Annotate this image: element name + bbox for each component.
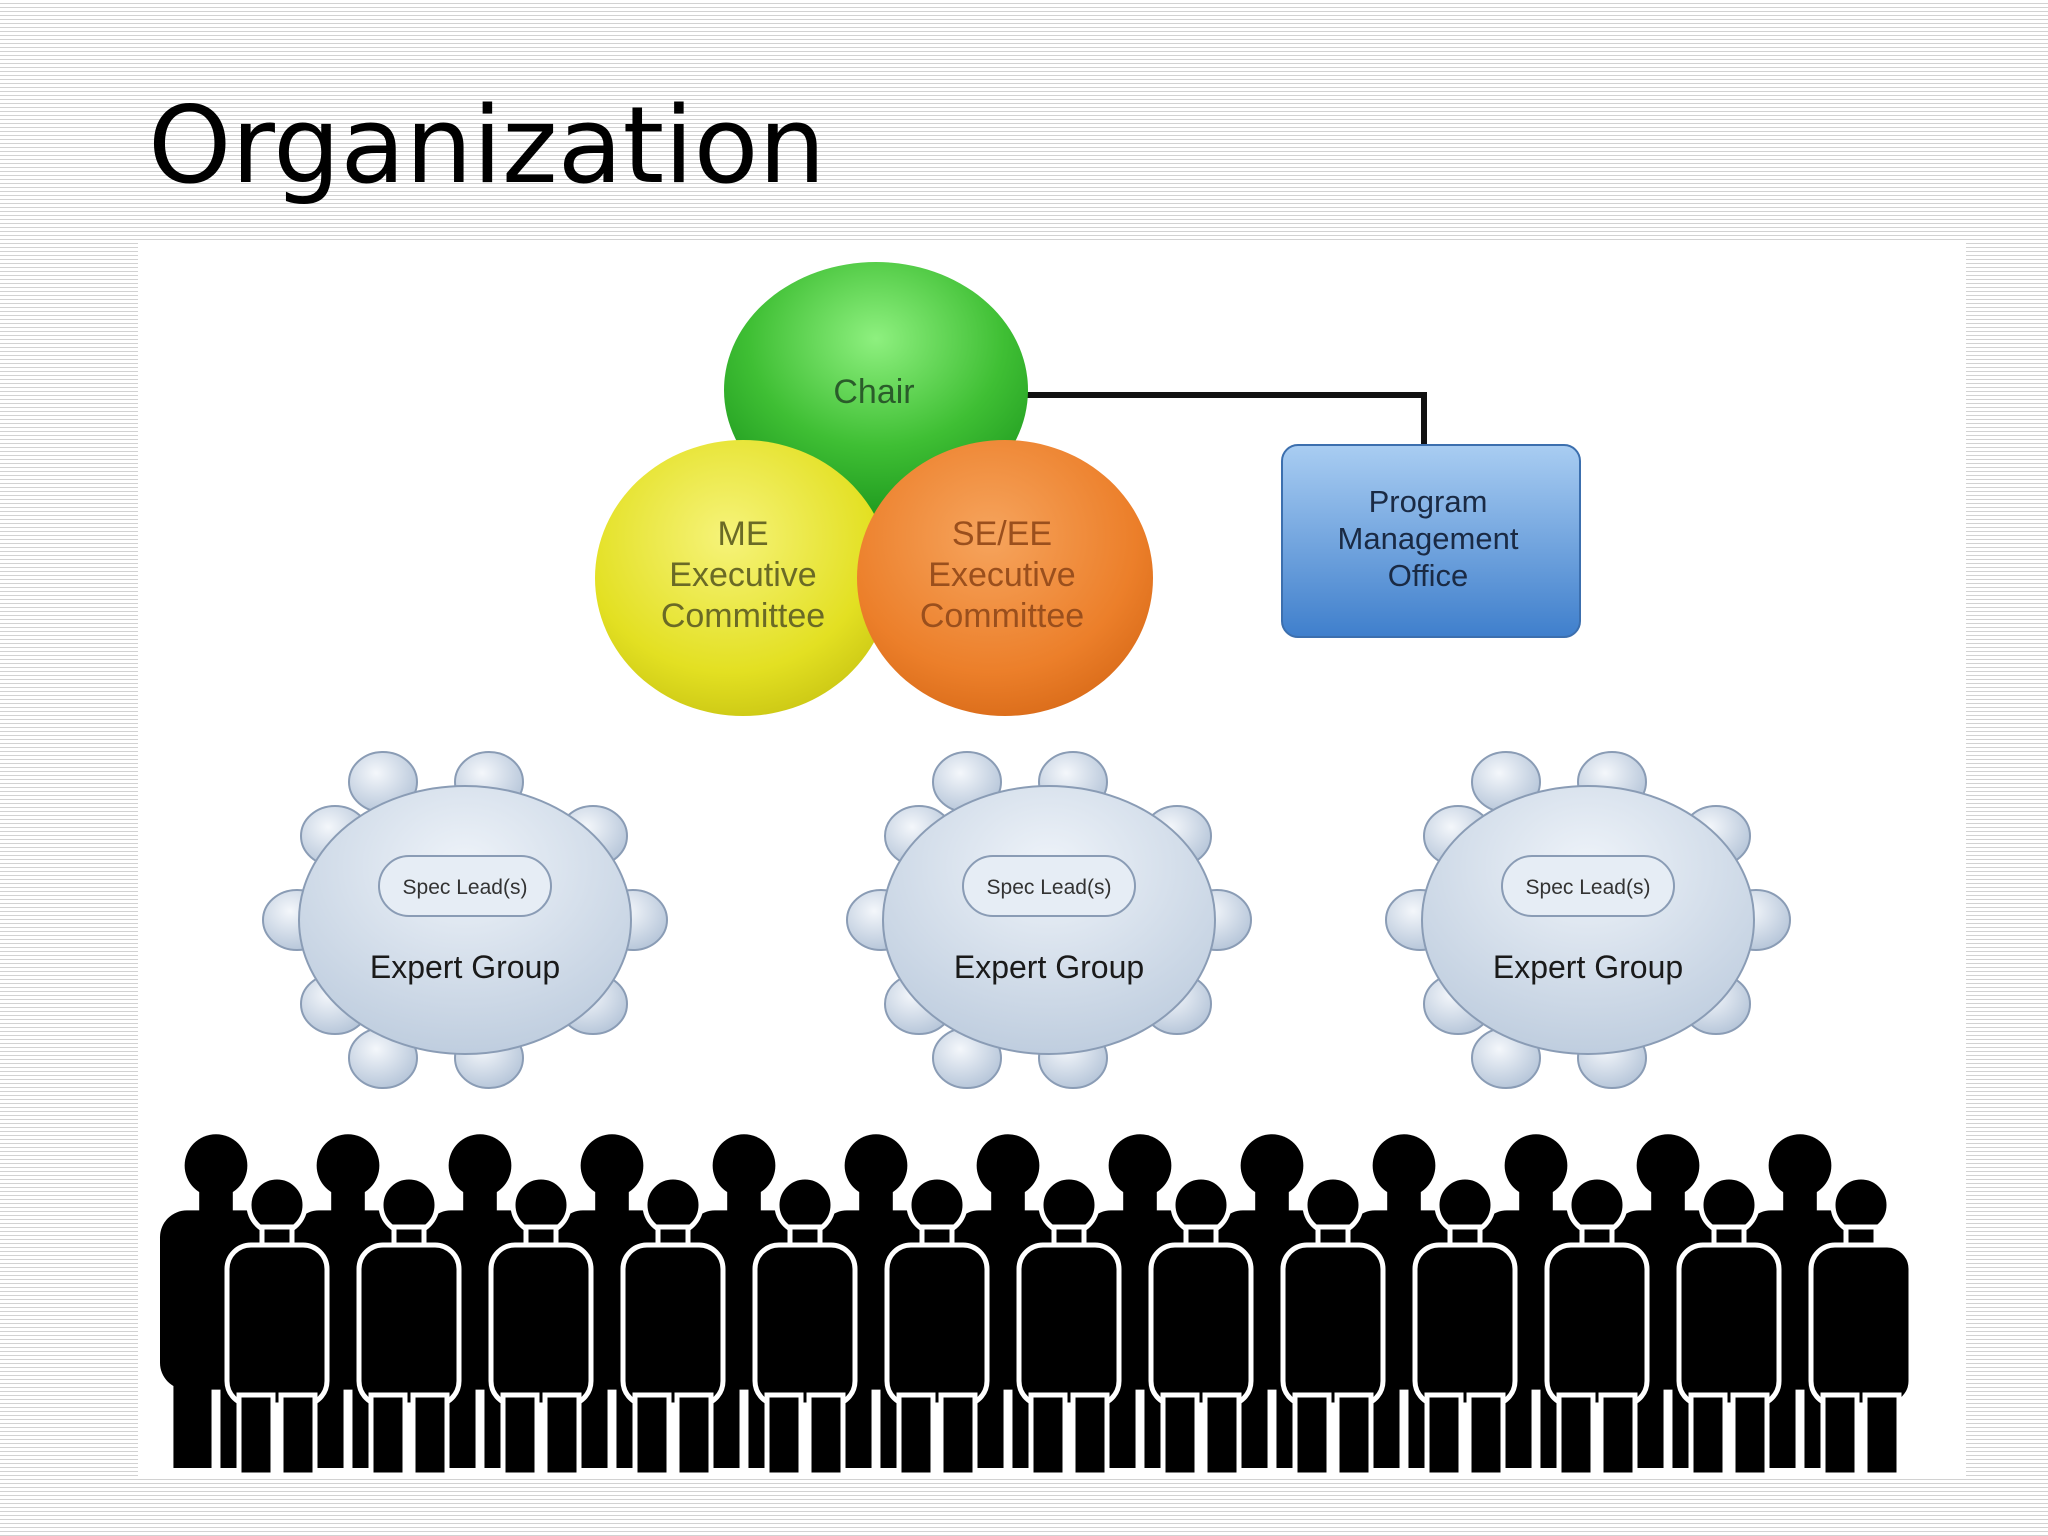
expert-group-2-spec-lead-pill [962,855,1136,917]
expert-group-2-spec-lead-label: Spec Lead(s) [987,876,1112,899]
expert-group-1-label: Expert Group [370,949,560,985]
pmo-box [1281,444,1581,638]
pmo-line-2: Management [1338,521,1519,556]
pmo-line-3: Office [1388,558,1468,593]
pmo-line-1: Program [1369,484,1488,519]
me-committee-line-2: Executive [669,556,816,594]
expert-group-2: Spec Lead(s) Expert Group [846,751,1252,1089]
seee-committee-line-2: Executive [928,556,1075,594]
seee-committee-line-1: SE/EE [952,515,1052,553]
expert-group-1: Spec Lead(s) Expert Group [262,751,668,1089]
me-committee-line-1: ME [718,515,769,553]
me-committee-node: ME Executive Committee [595,440,891,716]
org-diagram-canvas: Chair ME Executive Committee SE/EE Execu… [160,262,1966,1476]
members-crowd [160,1134,1911,1475]
pmo-node: Program Management Office [1281,444,1581,638]
chair-pmo-connector [1023,392,1427,448]
expert-group-3-spec-lead-pill [1501,855,1675,917]
chair-label: Chair [833,373,914,411]
expert-group-3: Spec Lead(s) Expert Group [1385,751,1791,1089]
expert-group-3-table [1421,785,1755,1055]
expert-groups: Spec Lead(s) Expert Group Spec Lead(s) Expe… [262,751,1791,1089]
expert-group-1-table [298,785,632,1055]
expert-group-2-label: Expert Group [954,949,1144,985]
expert-group-2-table [882,785,1216,1055]
expert-group-1-spec-lead-label: Spec Lead(s) [403,876,528,899]
expert-group-1-spec-lead-pill [378,855,552,917]
org-diagram: Chair ME Executive Committee SE/EE Execu… [138,240,1966,1476]
me-committee-circle [595,440,891,716]
slide-title: Organization [148,84,826,207]
me-committee-line-3: Committee [661,597,825,635]
seee-committee-circle [857,440,1153,716]
expert-group-3-spec-lead-label: Spec Lead(s) [1526,876,1651,899]
seee-committee-line-3: Committee [920,597,1084,635]
expert-group-3-label: Expert Group [1493,949,1683,985]
seee-committee-node: SE/EE Executive Committee [857,440,1153,716]
